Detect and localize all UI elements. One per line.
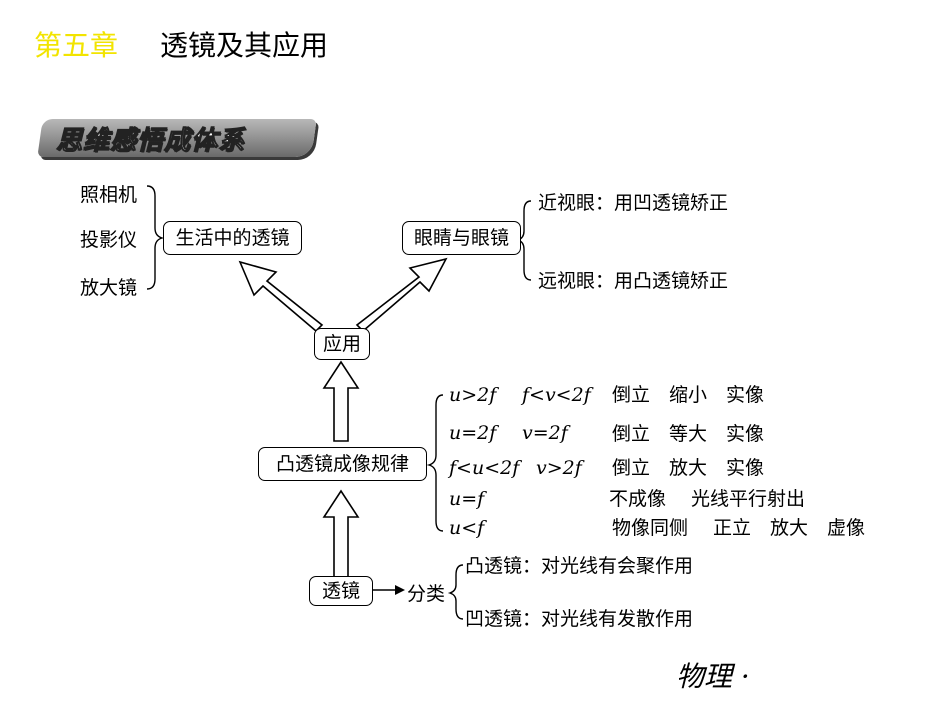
rules-brace [426, 394, 444, 532]
rule-1-result: 倒立 缩小 实像 [612, 384, 765, 406]
rule-4-result: 不成像 光线平行射出 [609, 488, 806, 510]
example-projector: 投影仪 [80, 229, 138, 251]
box-eye-glasses: 眼睛与眼镜 [402, 221, 521, 255]
rule-3-result: 倒立 放大 实像 [612, 457, 765, 479]
rule-3-cond2: v>2f [536, 457, 582, 479]
rule-3-cond1: f<u<2f [449, 457, 520, 479]
arrow-to-life-lens [238, 260, 324, 333]
box-lens: 透镜 [309, 576, 373, 606]
classify-concave: 凹透镜：对光线有发散作用 [465, 608, 694, 630]
rule-1-cond1: u>2f [449, 384, 497, 406]
rule-4-cond1: u=f [449, 488, 485, 510]
arrow-to-application [322, 360, 360, 442]
left-brace [146, 185, 165, 290]
chapter-title: 透镜及其应用 [160, 29, 329, 62]
classify-brace [447, 564, 464, 620]
classify-convex: 凸透镜：对光线有会聚作用 [465, 555, 694, 577]
rule-2-result: 倒立 等大 实像 [612, 423, 765, 445]
rule-2-cond2: v=2f [522, 422, 568, 444]
arrow-to-convex-rule [322, 489, 360, 578]
chapter-label: 第五章 [34, 29, 119, 62]
rule-1-cond2: f<v<2f [522, 384, 591, 406]
rule-5-cond1: u<f [449, 517, 485, 539]
box-life-lens: 生活中的透镜 [163, 221, 302, 255]
arrow-to-eye-glasses [355, 257, 448, 333]
arrow-to-classify-head [395, 585, 405, 595]
eye-item-hyperopia: 远视眼：用凸透镜矫正 [538, 270, 729, 292]
classify-label: 分类 [407, 583, 446, 605]
example-magnifier: 放大镜 [80, 277, 138, 299]
footer-subject: 物理 · [676, 660, 750, 693]
box-application: 应用 [314, 328, 370, 360]
section-banner-text: 思维感悟成体系 [55, 126, 246, 157]
example-camera: 照相机 [80, 184, 138, 206]
rule-5-result: 物像同侧 正立 放大 虚像 [612, 517, 866, 539]
eye-item-myopia: 近视眼：用凹透镜矫正 [538, 192, 729, 214]
box-convex-rule: 凸透镜成像规律 [258, 447, 427, 481]
rule-2-cond1: u=2f [449, 422, 497, 444]
